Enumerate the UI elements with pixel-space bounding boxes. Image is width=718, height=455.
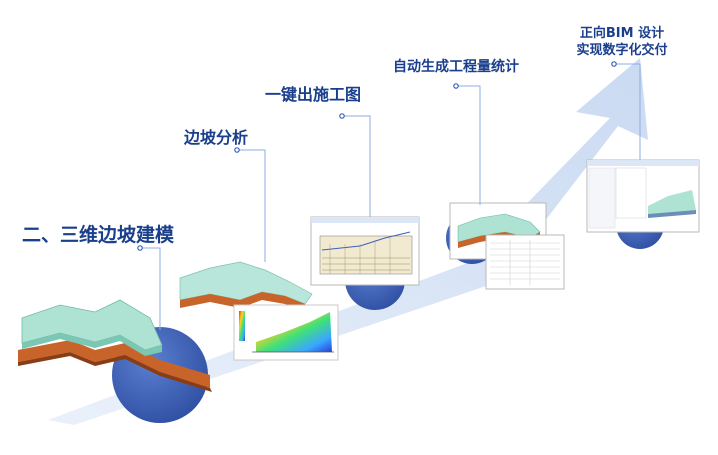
stage-analysis-visual [179,261,339,361]
stage-drawing-visual [310,216,420,310]
stage-label-quantity: 自动生成工程量统计 [393,59,519,75]
stage-modeling-visual [18,299,212,423]
stage-bim-visual [586,159,700,249]
leader-dots [137,61,617,251]
stage-quantity-visual [446,202,565,290]
stage-label-bim-line1: 正向BIM 设计 [579,26,665,41]
leader-lines [140,63,641,330]
stage-label-bim-line2: 实现数字化交付 [576,43,668,58]
quantity-table-window [485,234,565,290]
stage-label-analysis: 边坡分析 [184,128,249,147]
stage-label-modeling: 二、三维边坡建模 [22,224,175,246]
stage-label-drawing: 一键出施工图 [265,85,362,104]
stage-label-bim: 正向BIM 设计 实现数字化交付 [563,25,681,59]
